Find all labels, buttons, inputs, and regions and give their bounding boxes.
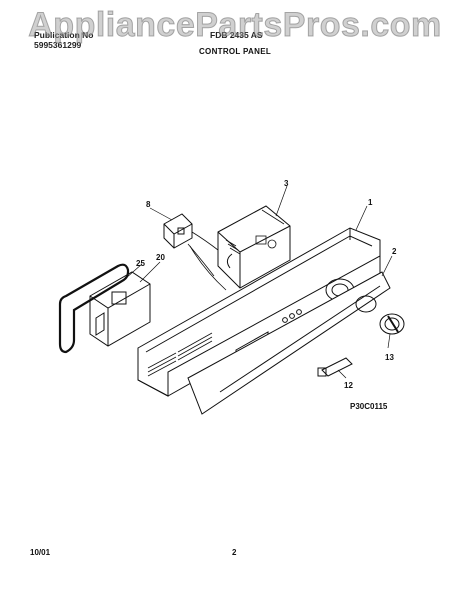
part-13-knob: [379, 313, 405, 335]
callout-1: 1: [368, 198, 373, 207]
callout-3: 3: [284, 179, 289, 188]
footer-page-number: 2: [232, 548, 237, 557]
part-12-switch: [317, 357, 353, 377]
figure-code: P30C0115: [350, 402, 388, 411]
model-number: FDB 2435 AS: [210, 30, 263, 40]
callout-2: 2: [392, 247, 397, 256]
publication-number: 5995361299: [34, 40, 82, 50]
part-2-overlay-panel: [187, 271, 391, 415]
part-8-switch-bracket: [163, 213, 193, 249]
callout-13: 13: [385, 353, 394, 362]
callout-25: 25: [136, 259, 145, 268]
page-title: CONTROL PANEL: [198, 47, 272, 56]
callout-20: 20: [156, 253, 165, 262]
part-25-gasket: [58, 263, 130, 354]
part-1-control-panel: [137, 227, 381, 397]
callout-8: 8: [146, 200, 151, 209]
part-3-timer-board: [217, 205, 291, 289]
footer-date: 10/01: [30, 548, 51, 557]
callout-12: 12: [344, 381, 353, 390]
watermark-logo: AppliancePartsPros.com: [28, 6, 442, 45]
publication-label: Publication No: [34, 30, 94, 40]
